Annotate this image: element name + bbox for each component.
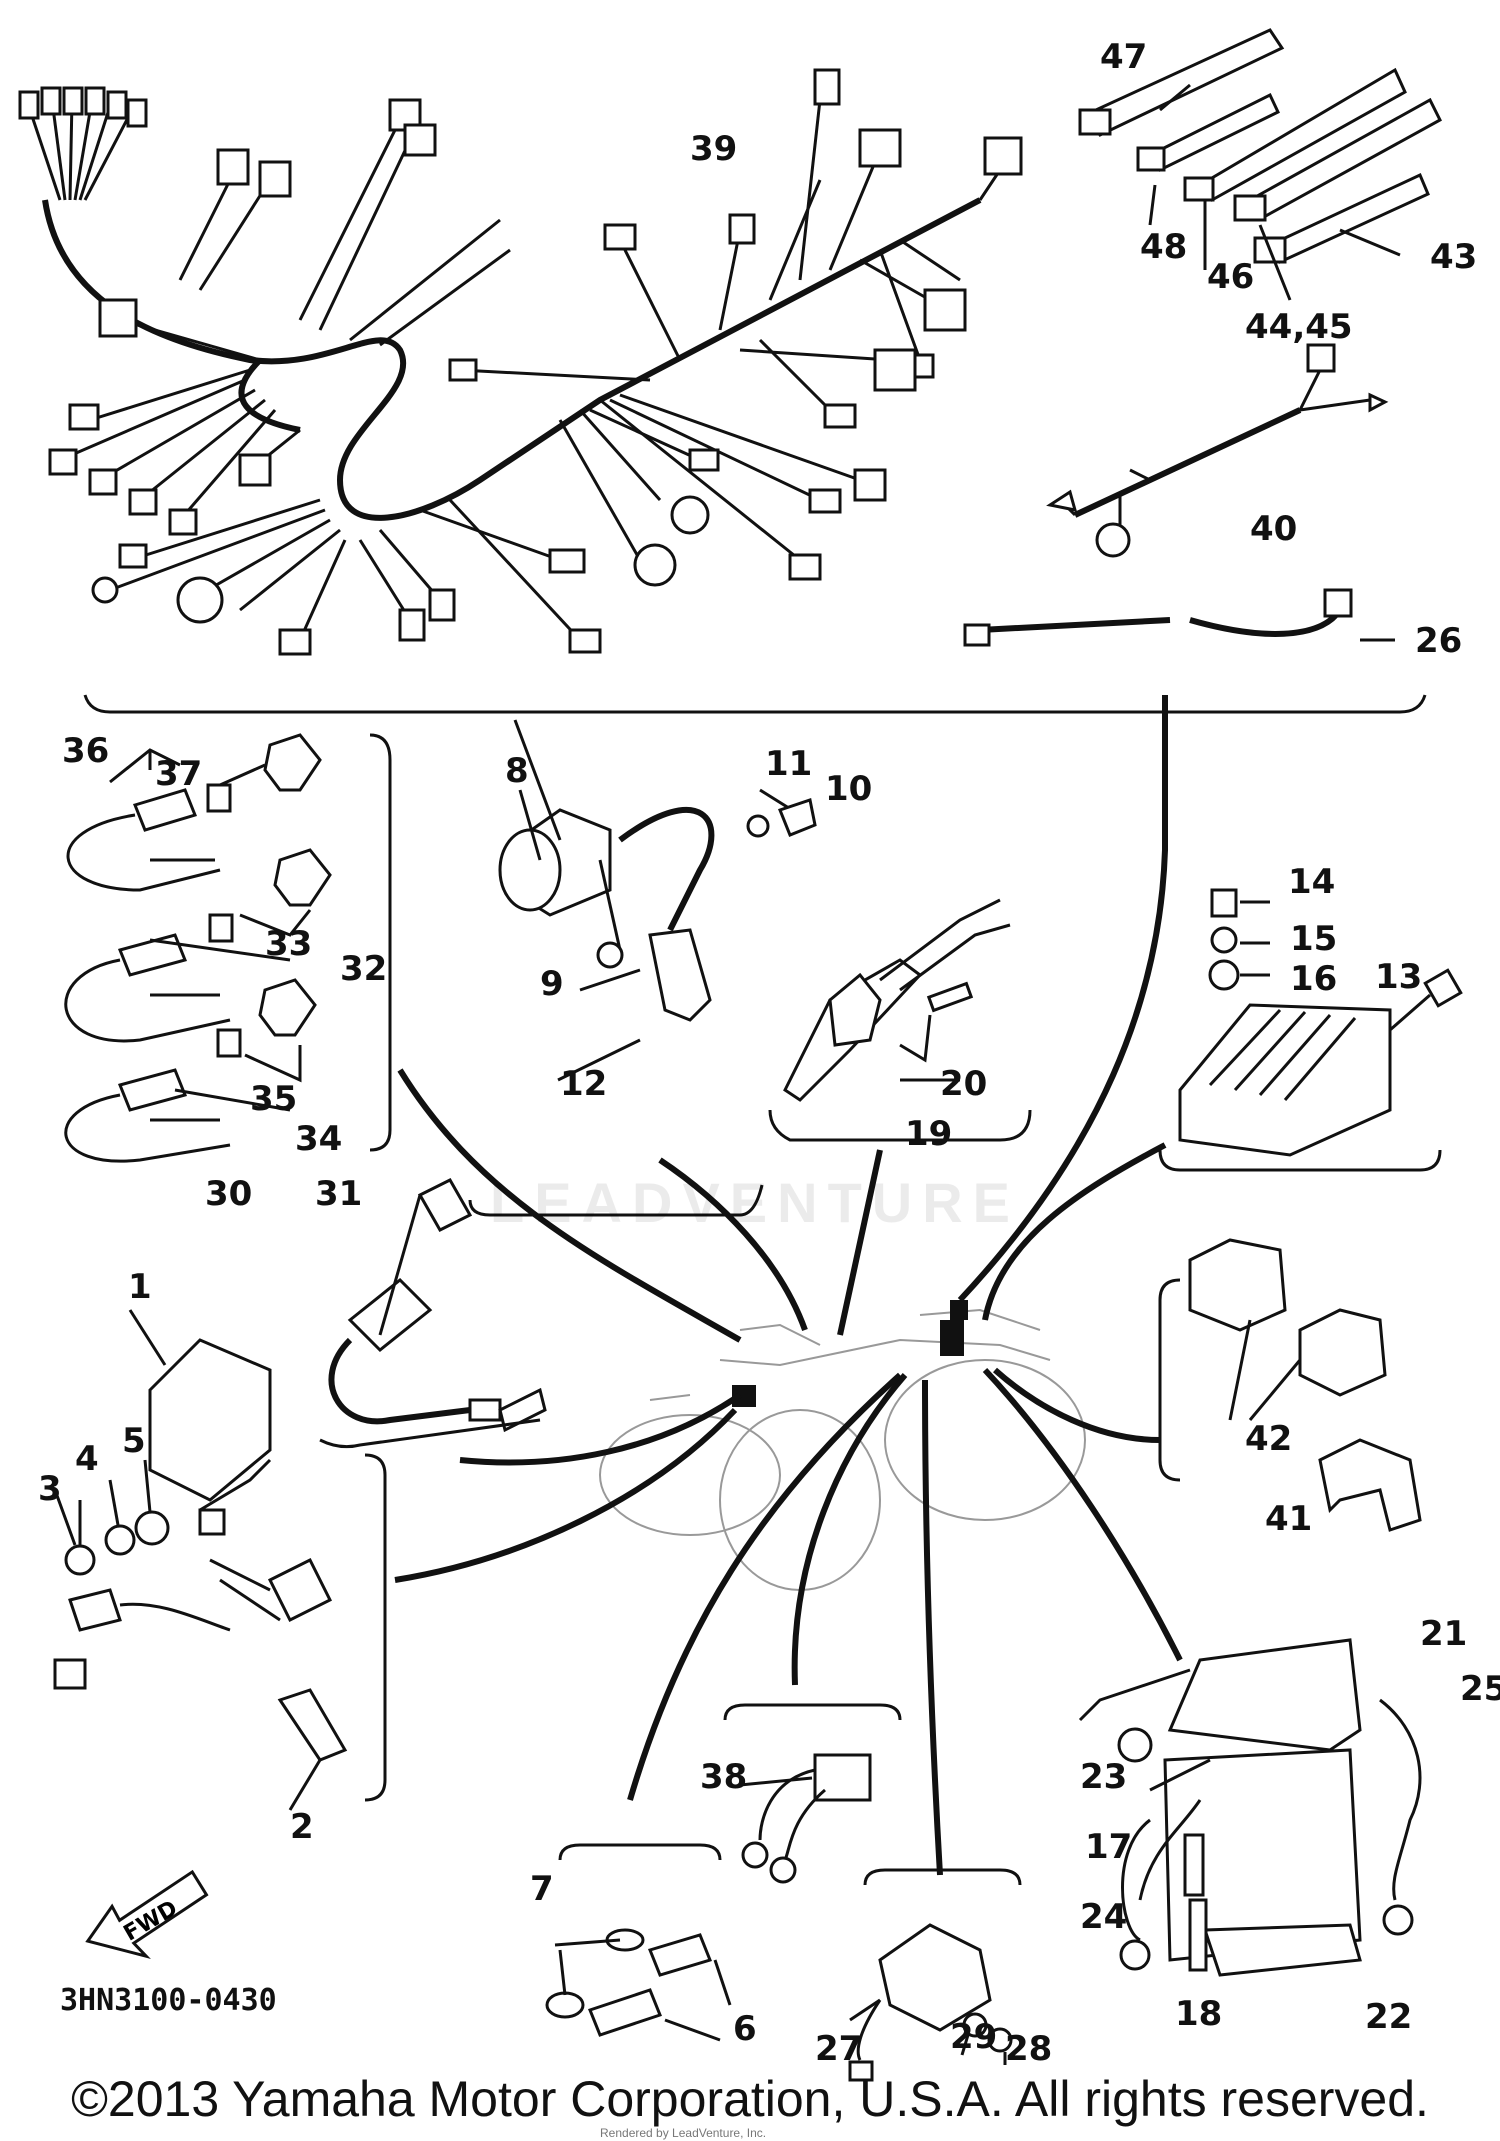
callout-27: 27 [815,2029,862,2069]
callout-8: 8 [505,751,529,791]
callout-44-45: 44,45 [1245,307,1353,347]
callout-19: 19 [905,1114,952,1154]
callout-3: 3 [38,1469,62,1509]
callout-28: 28 [1005,2029,1052,2069]
fuse-holder [319,1178,547,1449]
callout-12: 12 [560,1064,607,1104]
lead-26 [963,588,1395,647]
callout-23: 23 [1080,1757,1127,1797]
callout-30: 30 [205,1174,252,1214]
spark-plugs-6-7 [545,1843,732,2042]
callout-34: 34 [295,1119,342,1159]
callout-10: 10 [825,769,872,809]
cdi-unit [53,1309,387,1811]
condenser-group [746,788,1032,1142]
ignition-coil [468,719,764,1217]
callout-35: 35 [250,1079,297,1119]
callout-24: 24 [1080,1897,1127,1937]
callout-43: 43 [1430,237,1477,277]
callout-37: 37 [155,754,202,794]
callout-38: 38 [700,1757,747,1797]
watermark-brand: LEADVENTURE [490,1171,1021,1234]
callout-15: 15 [1290,919,1337,959]
callout-48: 48 [1140,227,1187,267]
callout-32: 32 [340,949,387,989]
group-bracket-top [83,694,1427,714]
callout-18: 18 [1175,1994,1222,2034]
callout-42: 42 [1245,1419,1292,1459]
callout-36: 36 [62,731,109,771]
rendered-by-watermark: Rendered by LeadVenture, Inc. [600,2126,767,2140]
callout-26: 26 [1415,621,1462,661]
regulator-group [1158,888,1463,1172]
sensor-group [64,733,392,1163]
callout-7: 7 [530,1869,554,1909]
starter-relay-27-29 [848,1868,1022,2082]
callout-5: 5 [122,1421,146,1461]
fwd-arrow-icon: FWD [85,1869,209,1959]
callout-4: 4 [75,1439,99,1479]
battery-group [1078,1638,1422,1977]
callout-40: 40 [1250,509,1297,549]
callout-31: 31 [315,1174,362,1214]
callout-46: 46 [1207,257,1254,297]
callout-33: 33 [265,924,312,964]
diagram-code: 3HN3100-0430 [60,1983,277,2018]
callout-14: 14 [1288,862,1335,902]
callout-29: 29 [950,2017,997,2057]
callout-2: 2 [290,1807,314,1847]
vehicle-outline [599,1300,1086,1591]
callout-13: 13 [1375,957,1422,997]
cable-bands [1078,28,1442,301]
callout-41: 41 [1265,1499,1312,1539]
neutral-switch-38 [723,1703,902,1884]
callout-47: 47 [1100,37,1147,77]
callout-16: 16 [1290,959,1337,999]
callout-17: 17 [1085,1827,1132,1867]
sub-lead-40 [1046,343,1389,558]
connector-covers [1158,1238,1422,1532]
callout-20: 20 [940,1064,987,1104]
leader-lines [394,695,1183,1876]
callout-1: 1 [128,1267,152,1307]
callout-11: 11 [765,744,812,784]
callout-9: 9 [540,964,564,1004]
callout-21: 21 [1420,1614,1467,1654]
wire-harness [18,68,1023,656]
copyright-footer: ©2013 Yamaha Motor Corporation, U.S.A. A… [71,2071,1429,2127]
callout-39: 39 [690,129,737,169]
callout-25: 25 [1460,1669,1500,1709]
callout-6: 6 [733,2009,757,2049]
callout-22: 22 [1365,1997,1412,2037]
